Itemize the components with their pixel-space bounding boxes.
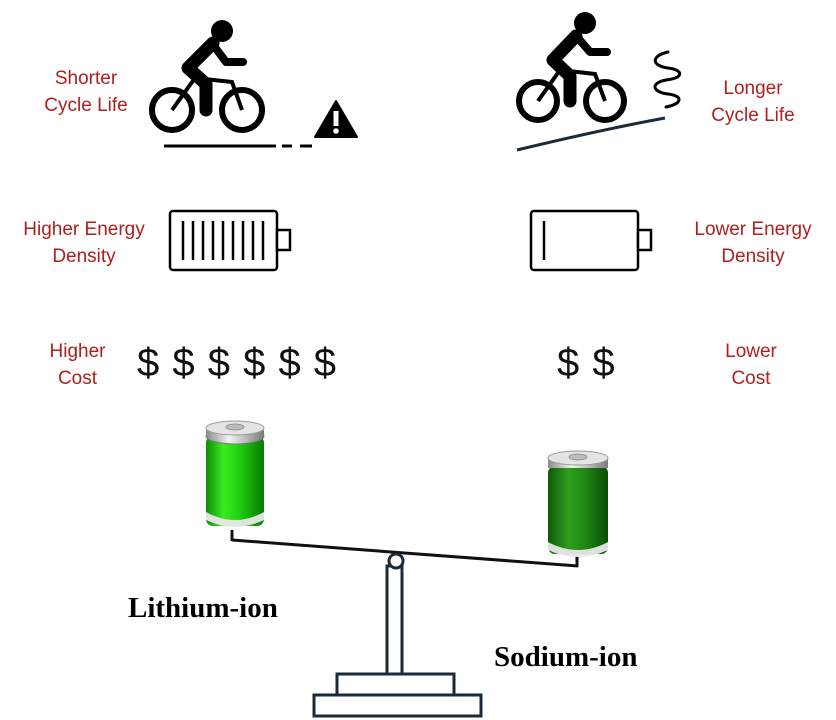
bright-green-battery-cell-icon [205,420,265,527]
spring-icon [653,50,682,109]
cyclist-uphill-icon [516,12,627,123]
warning-triangle-icon [314,100,358,138]
uphill-road-line [516,116,666,152]
cyclist-icon [149,20,265,133]
lower-cost-dollar-signs: $ $ [557,341,616,385]
battery-low-icon [529,209,653,272]
higher-cost-dollar-signs: $ $ $ $ $ $ [137,341,338,385]
sodium-ion-label: Sodium-ion [494,641,638,673]
dark-green-battery-cell-icon [547,450,609,557]
battery-full-icon [168,209,292,272]
lithium-ion-label: Lithium-ion [128,592,278,624]
balance-scale-icon [230,530,579,718]
